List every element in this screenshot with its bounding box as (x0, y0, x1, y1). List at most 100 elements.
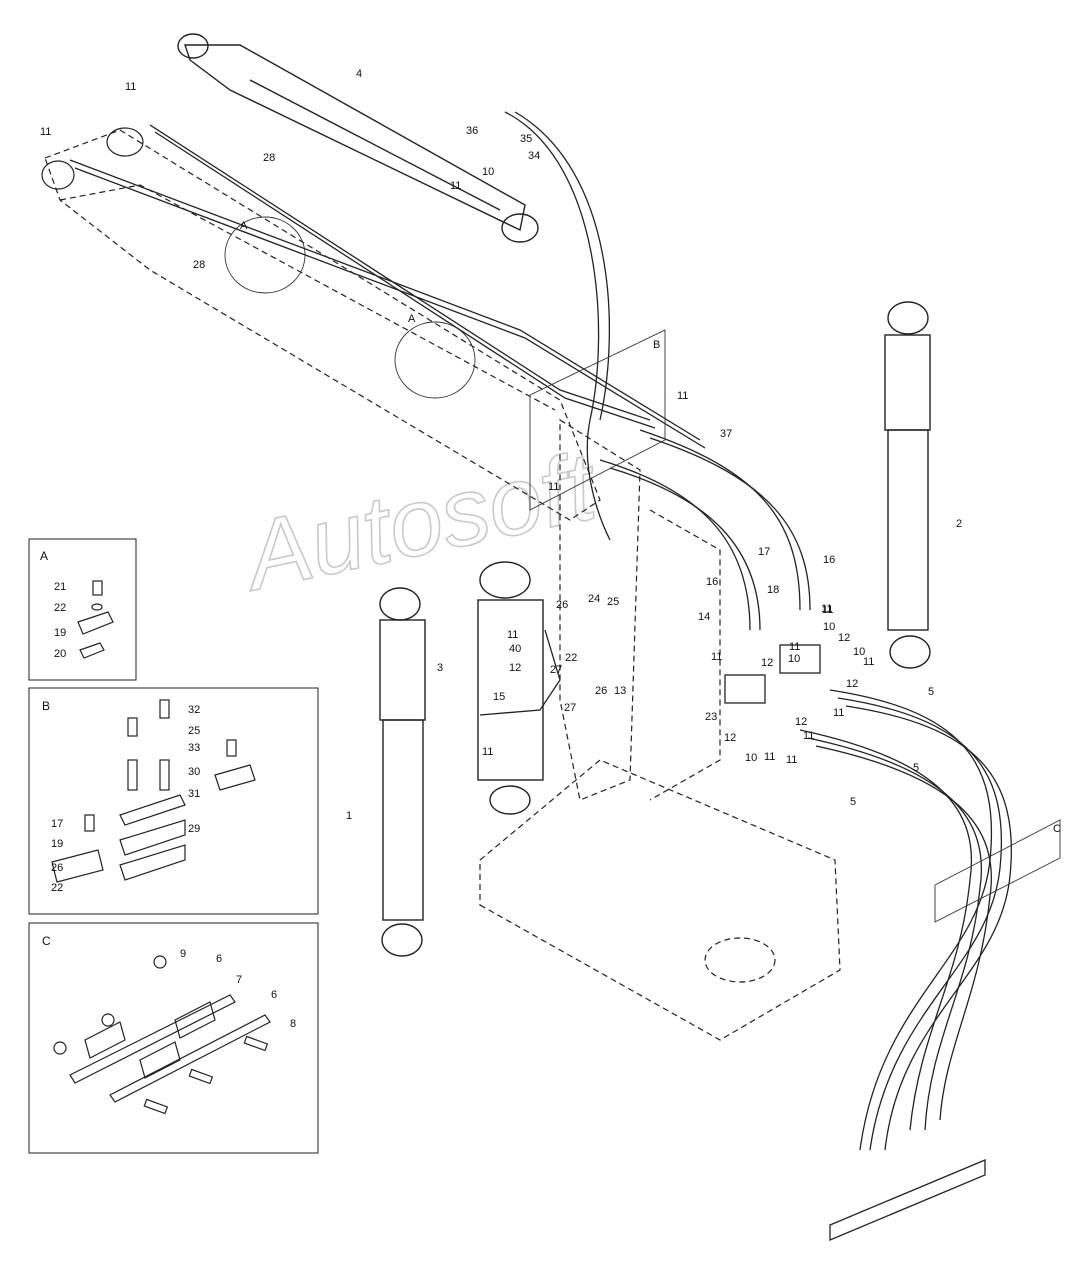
callout-label: 27 (564, 702, 576, 714)
cylinder-3 (477, 561, 544, 815)
inset-c-label: 6 (216, 953, 222, 965)
base-frame (479, 418, 841, 1041)
hose-runs (69, 111, 1012, 1151)
inset-b: B 32 25 33 30 31 29 17 19 26 22 (28, 687, 319, 915)
callout-label: 12 (761, 657, 773, 669)
callout-label: 11 (548, 481, 559, 493)
callout-label: 11 (125, 81, 136, 93)
watermark: Autosoft (232, 432, 607, 612)
callout-label: 28 (193, 259, 205, 271)
callout-label: 15 (493, 691, 505, 703)
callout-label: 26 (595, 685, 607, 697)
zone-label-a-1: A (240, 220, 248, 232)
inset-b-title: B (42, 699, 50, 713)
inset-c-label: 7 (236, 974, 242, 986)
callout-label: 10 (482, 166, 494, 178)
inset-a-label: 19 (54, 627, 66, 639)
callout-label: 11 (863, 656, 874, 668)
inset-c-label: 6 (271, 989, 277, 1001)
callout-label: 5 (913, 762, 919, 774)
cylinder-1 (379, 587, 426, 957)
callout-label: 16 (706, 576, 718, 588)
inset-c-label: 9 (180, 948, 186, 960)
callout-label: 18 (767, 584, 779, 596)
callout-label: 27 (550, 664, 562, 676)
callout-label: 26 (556, 599, 568, 611)
mounting-plate (829, 1159, 986, 1241)
zone-c (934, 819, 1061, 923)
zone-label-b: B (653, 339, 660, 351)
inset-c: C 9 6 7 6 8 (28, 922, 319, 1154)
callout-label: 10 (823, 621, 835, 633)
inset-b-label: 31 (188, 788, 200, 800)
callout-label: 11 (833, 707, 844, 719)
callout-label: 23 (705, 711, 717, 723)
callout-label: 40 (509, 643, 521, 655)
callout-label: 25 (607, 596, 619, 608)
callout-label: 11 (450, 180, 461, 192)
callout-label: 16 (823, 554, 835, 566)
inset-b-label: 29 (188, 823, 200, 835)
callout-label: 14 (698, 611, 710, 623)
inset-a-label: 21 (54, 581, 66, 593)
inset-b-label: 25 (188, 725, 200, 737)
callout-label: 11 (40, 126, 51, 138)
callout-label: 11 (711, 651, 722, 663)
inset-a-title: A (40, 549, 48, 563)
callout-label: 22 (565, 652, 577, 664)
callout-label: 11 (786, 754, 797, 766)
callout-label: 11 (789, 641, 800, 653)
callout-label: 36 (466, 125, 478, 137)
inset-b-label: 26 (51, 862, 63, 874)
inset-a-label: 22 (54, 602, 66, 614)
inset-c-title: C (42, 934, 51, 948)
callout-label: 12 (724, 732, 736, 744)
zone-markers (224, 216, 1061, 923)
callout-label: 11 (803, 730, 814, 742)
callout-label: 11 (822, 604, 833, 616)
callout-label: 17 (758, 546, 770, 558)
callout-label: 11 (482, 746, 493, 758)
callout-label: 37 (720, 428, 732, 440)
callout-label: 12 (795, 716, 807, 728)
callout-label: 24 (588, 593, 600, 605)
callout-label: 2 (956, 518, 962, 530)
inset-b-label: 19 (51, 838, 63, 850)
inset-a: A 21 22 19 20 (28, 538, 137, 681)
callout-label: 12 (846, 678, 858, 690)
callouts: 4 11 11 11 28 28 36 35 34 10 11 11 11 37… (40, 68, 962, 822)
callout-label: 10 (745, 752, 757, 764)
callout-label: 11 (507, 629, 518, 641)
callout-label: 11 (764, 751, 775, 763)
callout-label: 1 (346, 810, 352, 822)
inset-b-label: 22 (51, 882, 63, 894)
callout-label: 3 (437, 662, 443, 674)
callout-label: 11 (821, 603, 832, 615)
callout-label: 28 (263, 152, 275, 164)
zone-label-a-2: A (408, 313, 416, 325)
callout-label: 5 (850, 796, 856, 808)
callout-label: 4 (356, 68, 362, 80)
inset-a-label: 20 (54, 648, 66, 660)
arm-cylinder (177, 33, 539, 243)
callout-label: 12 (838, 632, 850, 644)
cylinder-2 (884, 301, 931, 669)
inset-b-label: 33 (188, 742, 200, 754)
callout-label: 10 (788, 653, 800, 665)
inset-c-label: 8 (290, 1018, 296, 1030)
callout-label: 35 (520, 133, 532, 145)
callout-label: 34 (528, 150, 540, 162)
inset-b-label: 30 (188, 766, 200, 778)
callout-label: 11 (677, 390, 688, 402)
callout-label: 13 (614, 685, 626, 697)
zone-b (529, 329, 666, 511)
zone-a-2 (394, 321, 476, 399)
valve-blocks (724, 644, 821, 704)
boom (41, 127, 601, 521)
callout-label: 10 (853, 646, 865, 658)
inset-b-label: 32 (188, 704, 200, 716)
callout-label: 12 (509, 662, 521, 674)
zone-label-c: C (1053, 823, 1061, 835)
inset-b-label: 17 (51, 818, 63, 830)
